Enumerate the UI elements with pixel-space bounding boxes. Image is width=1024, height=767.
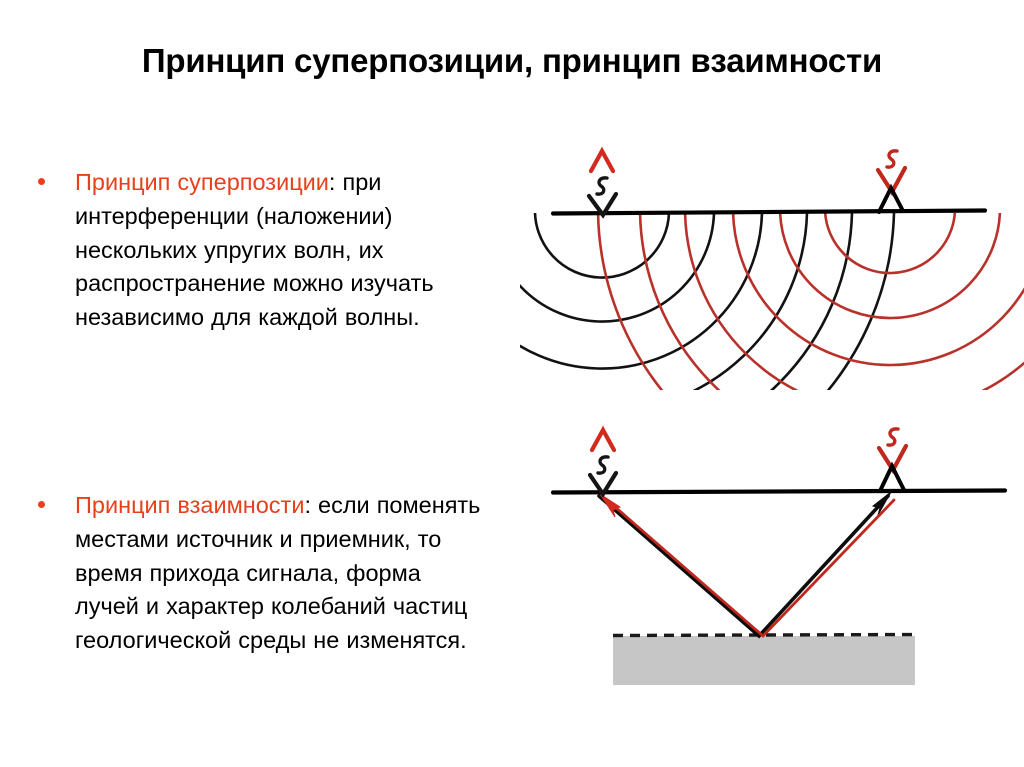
figure-reciprocity xyxy=(520,395,1024,705)
ray-arrowhead-black xyxy=(871,491,892,516)
station-right xyxy=(876,427,909,493)
station-right xyxy=(875,149,908,214)
bullet-dot-icon xyxy=(38,501,45,508)
figure-superposition xyxy=(520,120,1024,390)
page-title: Принцип суперпозиции, принцип взаимности xyxy=(141,42,883,79)
wavefronts-black xyxy=(520,213,896,390)
bullet-lead-term: Принцип суперпозиции xyxy=(75,169,329,195)
s-glyph-icon xyxy=(595,176,609,196)
bullet-text: Принцип суперпозиции: при интерференции … xyxy=(75,169,434,330)
bullet-reciprocity: Принцип взаимности: если поменять местам… xyxy=(30,489,490,658)
bullet-text: Принцип взаимности: если поменять местам… xyxy=(75,492,480,653)
station-left xyxy=(586,146,619,219)
list-item: Принцип суперпозиции: при интерференции … xyxy=(30,166,490,335)
red-caret-up-icon xyxy=(588,146,616,174)
bullet-lead-term: Принцип взаимности xyxy=(75,492,305,518)
reflector-layer xyxy=(613,636,915,685)
bullet-superposition: Принцип суперпозиции: при интерференции … xyxy=(30,166,490,335)
ray-path-red xyxy=(604,497,896,638)
receiver-arrow-down-icon xyxy=(587,470,619,498)
bullet-body-text: : если поменять местами источник и прием… xyxy=(75,492,481,654)
station-left xyxy=(587,425,619,498)
wavefronts-red xyxy=(596,213,1024,390)
s-glyph-icon xyxy=(885,149,899,169)
receiver-triangle-icon xyxy=(878,461,906,493)
red-caret-up-icon xyxy=(589,425,617,453)
ray-arrowhead-red xyxy=(599,493,622,518)
source-arrow-down-icon xyxy=(586,191,619,219)
list-item: Принцип взаимности: если поменять местам… xyxy=(30,489,490,658)
ground-surface-line xyxy=(550,488,1008,495)
ray-path-black xyxy=(597,494,890,639)
bullet-dot-icon xyxy=(38,178,45,185)
s-glyph-icon xyxy=(886,427,900,447)
ground-surface-line xyxy=(550,208,988,216)
receiver-triangle-icon xyxy=(877,183,905,214)
bullet-body-text: : при интерференции (наложении) нескольк… xyxy=(75,169,434,331)
s-glyph-icon xyxy=(596,455,610,475)
